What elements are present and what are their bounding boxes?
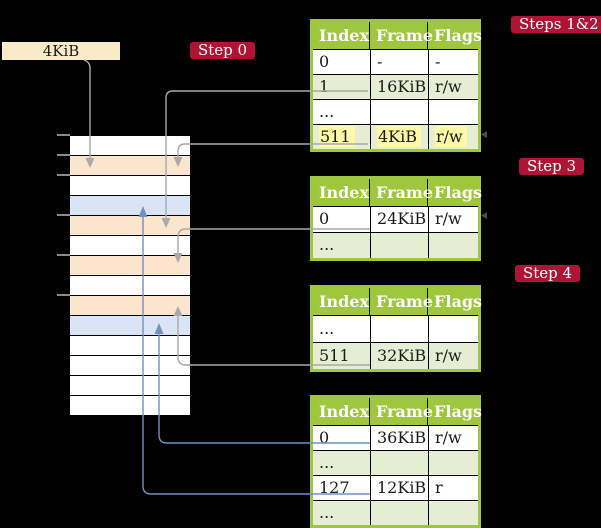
cell-index: ... bbox=[313, 316, 371, 342]
cell-frame bbox=[371, 233, 429, 258]
table-row: 1 16KiB r/w bbox=[313, 75, 478, 100]
table-header-row: Index Frame Flags bbox=[313, 22, 482, 50]
memory-frame-row bbox=[70, 376, 190, 396]
frame-size-box: 4KiB bbox=[2, 42, 120, 60]
cell-flags bbox=[429, 100, 478, 124]
address-tick bbox=[57, 294, 70, 296]
column-header-frame: Frame bbox=[370, 22, 433, 49]
cell-index: 511 bbox=[313, 343, 371, 369]
cell-flags: - bbox=[435, 52, 441, 71]
memory-frame-row bbox=[70, 256, 190, 276]
table-header-row: Index Frame Flags bbox=[313, 398, 482, 426]
memory-frame-row bbox=[70, 356, 190, 376]
cell-frame: 36KiB bbox=[371, 426, 429, 450]
memory-frame-row bbox=[70, 216, 190, 236]
physical-memory-stack bbox=[70, 135, 190, 416]
cell-index: ... bbox=[313, 100, 371, 124]
table-row: 0 36KiB r/w bbox=[313, 426, 478, 451]
cell-index: ... bbox=[313, 233, 371, 258]
table-row: 0 24KiB r/w bbox=[313, 207, 478, 233]
memory-frame-row bbox=[70, 396, 190, 416]
highlight: 4KiB bbox=[377, 126, 422, 147]
highlight: 511 bbox=[319, 126, 355, 147]
page-table-level1: Index Frame Flags 0 - - 1 16KiB r/w ... … bbox=[310, 19, 482, 152]
table-row: 127 12KiB r bbox=[313, 476, 478, 501]
column-header-index: Index bbox=[313, 179, 371, 206]
cell-flags: r/w bbox=[435, 346, 462, 365]
cell-frame bbox=[371, 501, 429, 525]
column-header-frame: Frame bbox=[370, 179, 433, 206]
step0-label: Step 0 bbox=[190, 42, 256, 59]
cell-flags bbox=[429, 233, 478, 258]
memory-frame-row bbox=[70, 316, 190, 336]
steps1-2-label: Steps 1&2 bbox=[511, 16, 601, 33]
cell-flags bbox=[429, 501, 478, 525]
table-header-row: Index Frame Flags bbox=[313, 288, 482, 316]
table-row-highlighted: 511 4KiB r/w bbox=[313, 125, 478, 149]
address-tick bbox=[57, 174, 70, 176]
column-header-index: Index bbox=[313, 22, 371, 49]
table-row: ... bbox=[313, 501, 478, 525]
memory-frame-row bbox=[70, 176, 190, 196]
row-marker bbox=[481, 212, 487, 219]
cell-frame: 24KiB bbox=[371, 207, 429, 232]
cell-index: 0 bbox=[313, 426, 371, 450]
page-table-level2: Index Frame Flags 0 24KiB r/w ... bbox=[310, 176, 482, 261]
table-row: 0 - - bbox=[313, 50, 478, 75]
cell-flags bbox=[429, 316, 478, 342]
cell-index: ... bbox=[313, 501, 371, 525]
column-header-index: Index bbox=[313, 288, 371, 315]
cell-index: ... bbox=[313, 451, 371, 475]
table-row: 511 32KiB r/w bbox=[313, 343, 478, 369]
table-row: ... bbox=[313, 316, 478, 343]
memory-frame-row bbox=[70, 296, 190, 316]
page-table-level2b: Index Frame Flags ... 511 32KiB r/w bbox=[310, 285, 482, 372]
memory-frame-row bbox=[70, 276, 190, 296]
memory-frame-row bbox=[70, 136, 190, 156]
memory-frame-row bbox=[70, 236, 190, 256]
step3-label: Step 3 bbox=[519, 158, 585, 175]
cell-index: 0 bbox=[313, 50, 371, 74]
cell-frame bbox=[371, 100, 429, 124]
address-tick bbox=[57, 214, 70, 216]
address-tick bbox=[57, 154, 70, 156]
cell-index: 127 bbox=[313, 476, 371, 500]
highlight: r/w bbox=[435, 126, 467, 147]
cell-flags: r/w bbox=[435, 209, 462, 228]
column-header-flags: Flags bbox=[434, 183, 483, 202]
memory-frame-row bbox=[70, 196, 190, 216]
column-header-flags: Flags bbox=[434, 292, 483, 311]
table-row: ... bbox=[313, 451, 478, 476]
column-header-flags: Flags bbox=[434, 402, 483, 421]
cell-flags: r/w bbox=[435, 77, 462, 96]
column-header-index: Index bbox=[313, 398, 371, 425]
table-header-row: Index Frame Flags bbox=[313, 179, 482, 207]
memory-frame-row bbox=[70, 336, 190, 356]
column-header-frame: Frame bbox=[370, 288, 433, 315]
row-marker bbox=[481, 131, 487, 138]
cell-frame bbox=[371, 451, 429, 475]
column-header-frame: Frame bbox=[370, 398, 433, 425]
cell-frame: 12KiB bbox=[371, 476, 429, 500]
cell-flags: r/w bbox=[429, 125, 478, 149]
cell-flags: r bbox=[435, 478, 443, 497]
cell-frame: 4KiB bbox=[371, 125, 429, 149]
memory-frame-row bbox=[70, 156, 190, 176]
column-header-flags: Flags bbox=[434, 26, 483, 45]
page-table-level2c: Index Frame Flags 0 36KiB r/w ... 127 12… bbox=[310, 395, 482, 528]
cell-index: 511 bbox=[313, 125, 371, 149]
cell-flags bbox=[429, 451, 478, 475]
table-row: ... bbox=[313, 100, 478, 125]
cell-index: 1 bbox=[313, 75, 371, 99]
cell-frame: 16KiB bbox=[371, 75, 429, 99]
cell-frame: 32KiB bbox=[371, 343, 429, 369]
address-tick bbox=[57, 254, 70, 256]
cell-flags: r/w bbox=[435, 428, 462, 447]
address-tick bbox=[57, 134, 70, 136]
step4-label: Step 4 bbox=[515, 265, 581, 282]
cell-frame bbox=[371, 316, 429, 342]
cell-frame: - bbox=[371, 50, 429, 74]
cell-index: 0 bbox=[313, 207, 371, 232]
table-row: ... bbox=[313, 233, 478, 258]
